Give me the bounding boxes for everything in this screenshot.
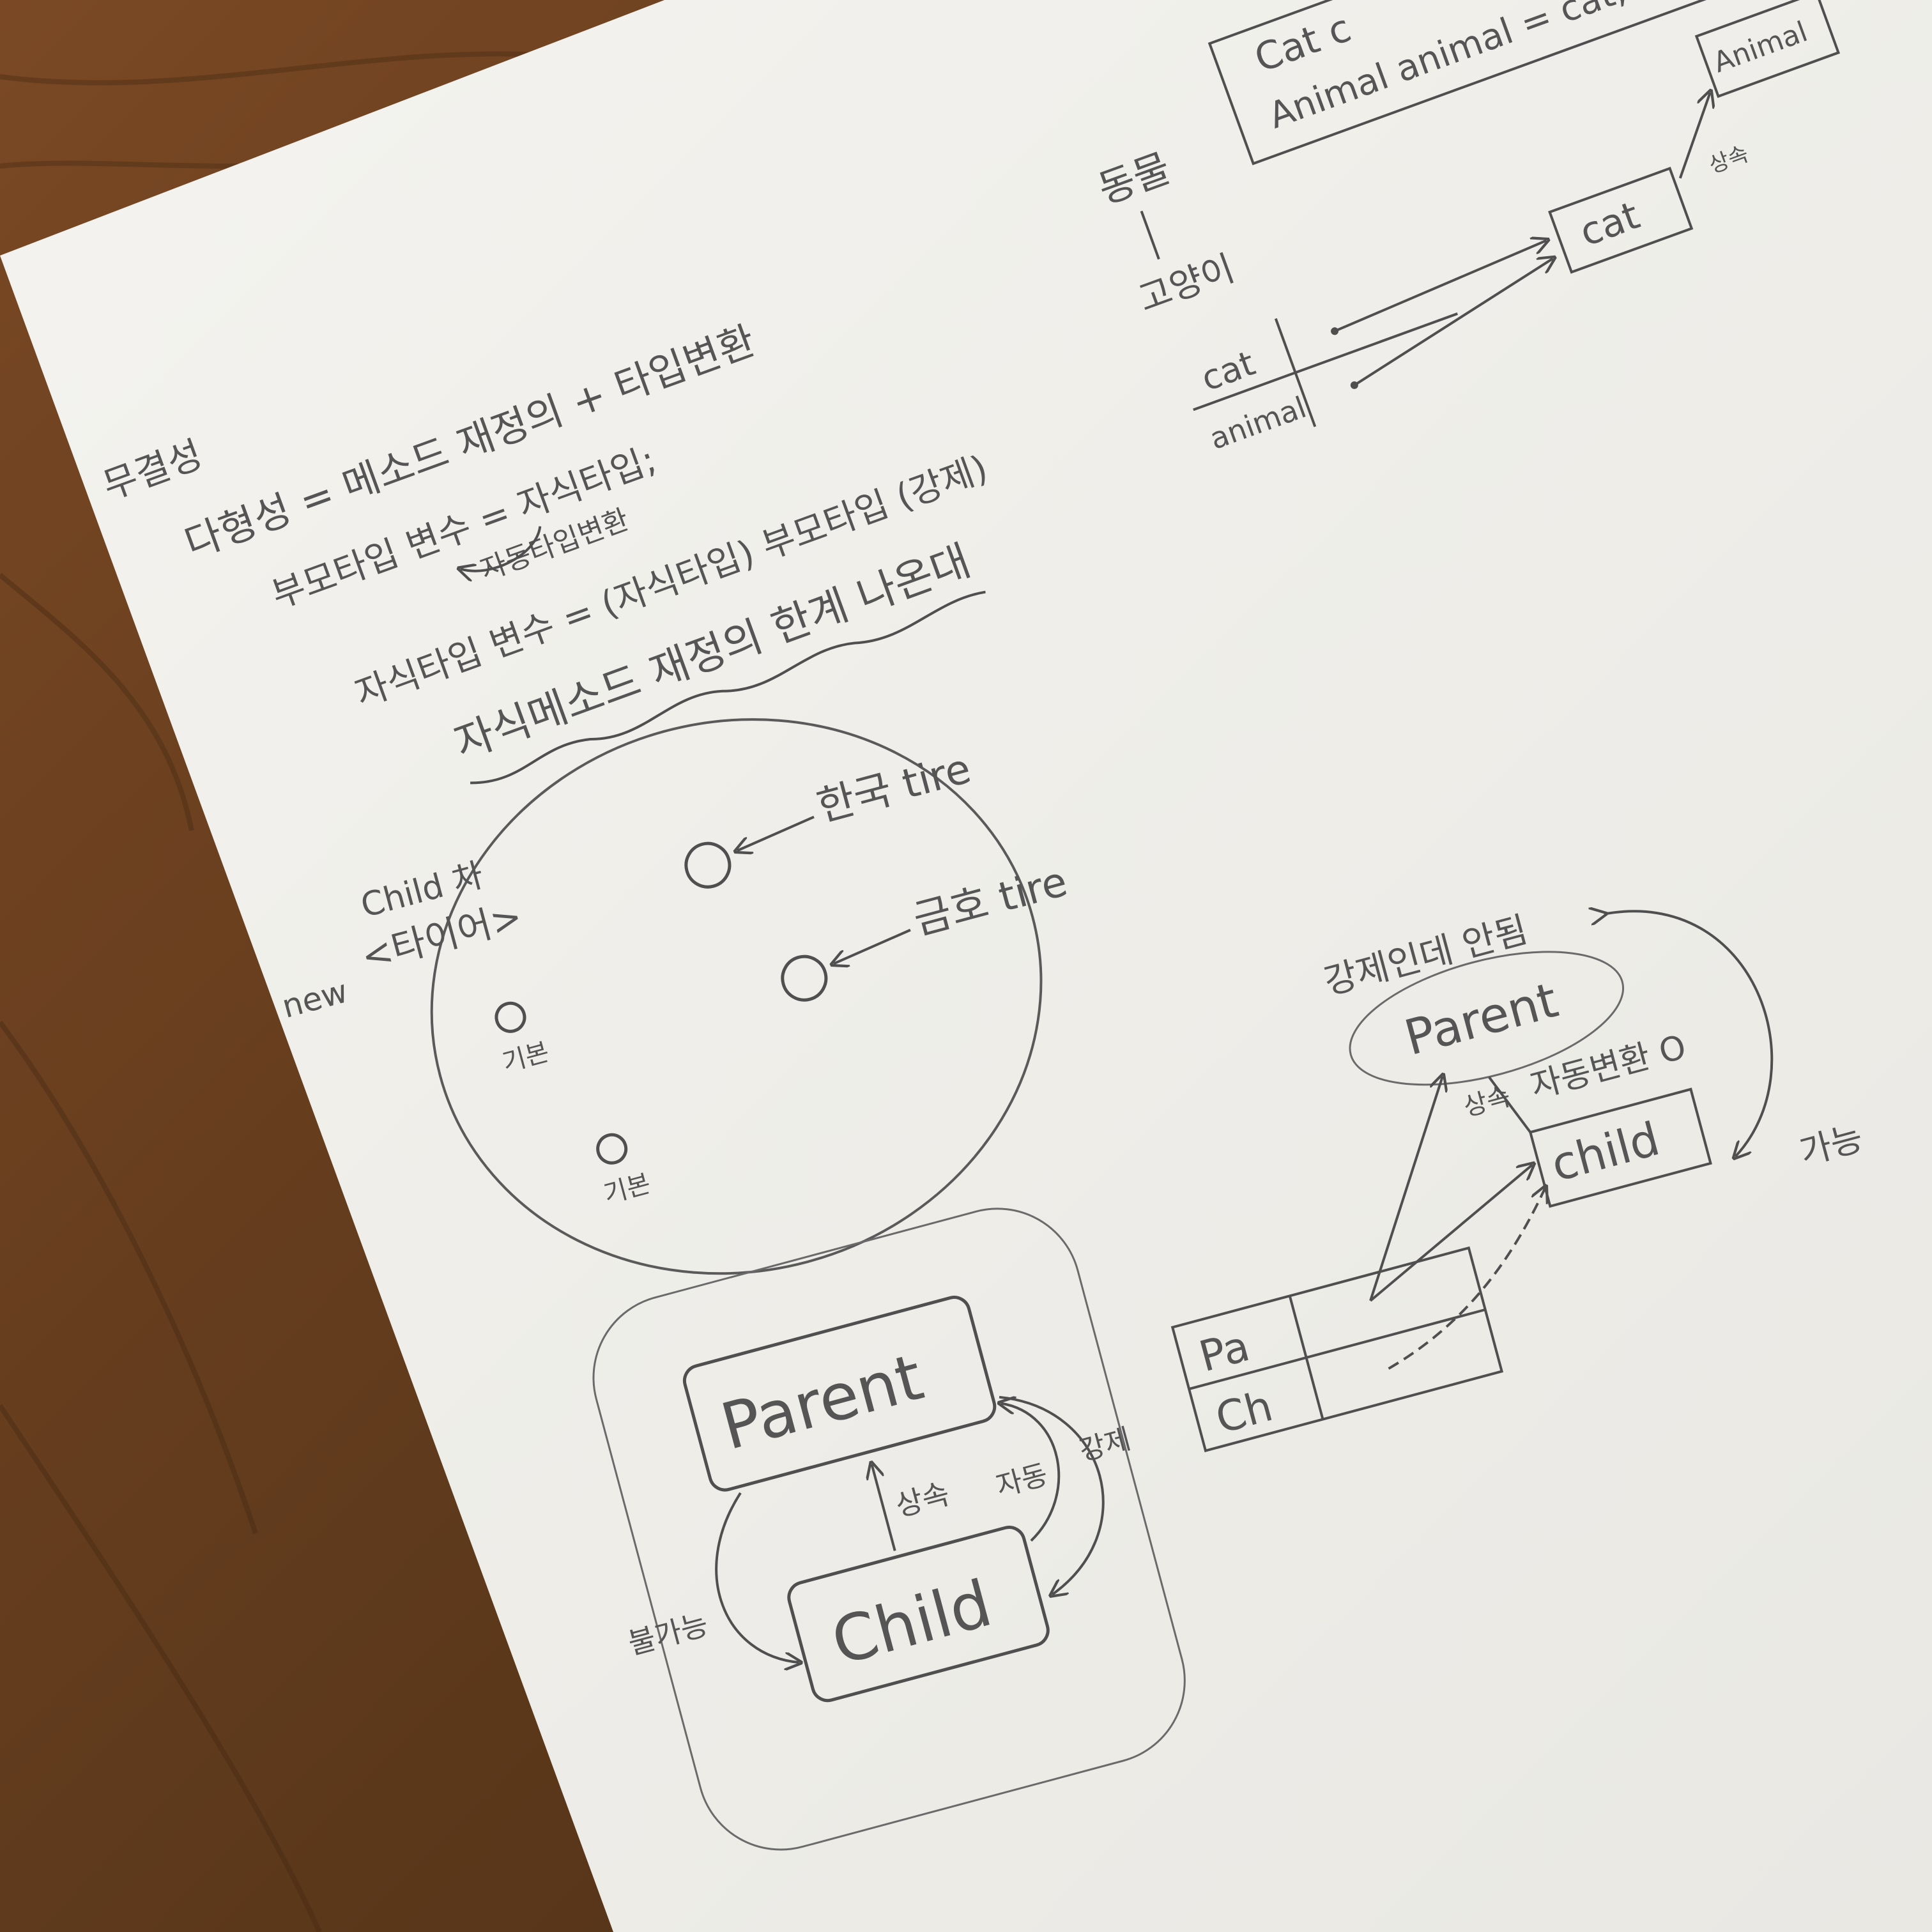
wood-grain <box>0 51 576 1932</box>
var-table-hline <box>1193 312 1458 411</box>
code-box <box>1208 0 1795 165</box>
parent-box <box>682 1296 997 1492</box>
child-box <box>787 1526 1050 1703</box>
wavy-underline <box>470 590 986 785</box>
animal-cat-link <box>1140 210 1160 260</box>
base-circle-2 <box>596 1133 628 1165</box>
tire-circle-1 <box>684 841 732 889</box>
tire-circle-2 <box>781 954 828 1002</box>
auto-arrow <box>456 526 542 579</box>
pointer-arrow-2 <box>1353 259 1570 387</box>
pointer-arrow-1 <box>1334 240 1551 333</box>
cat-box <box>1548 167 1694 274</box>
pa-arrow-child <box>1369 1165 1556 1302</box>
tire-arrow-2 <box>830 928 911 964</box>
parent-child-link <box>1488 1076 1531 1133</box>
base-circle-1 <box>494 1001 526 1033</box>
impossible-arrow <box>715 1492 799 1678</box>
possible-arrow <box>1604 880 1774 1173</box>
class-diagram-frame <box>592 1208 1186 1851</box>
pa-arrow-parent <box>1369 1077 1494 1301</box>
animal-box <box>1694 0 1841 98</box>
ch-arrow-child <box>1388 1188 1580 1370</box>
car-bubble <box>430 718 1043 1275</box>
forced-arrow <box>999 1395 1105 1595</box>
tire-arrow-1 <box>733 815 815 851</box>
var-table-divider-h <box>1188 1308 1486 1391</box>
inherit-arrow-small <box>1678 93 1734 179</box>
auto-arrow-class <box>995 1393 1061 1542</box>
inherit-arrow <box>871 1464 896 1551</box>
